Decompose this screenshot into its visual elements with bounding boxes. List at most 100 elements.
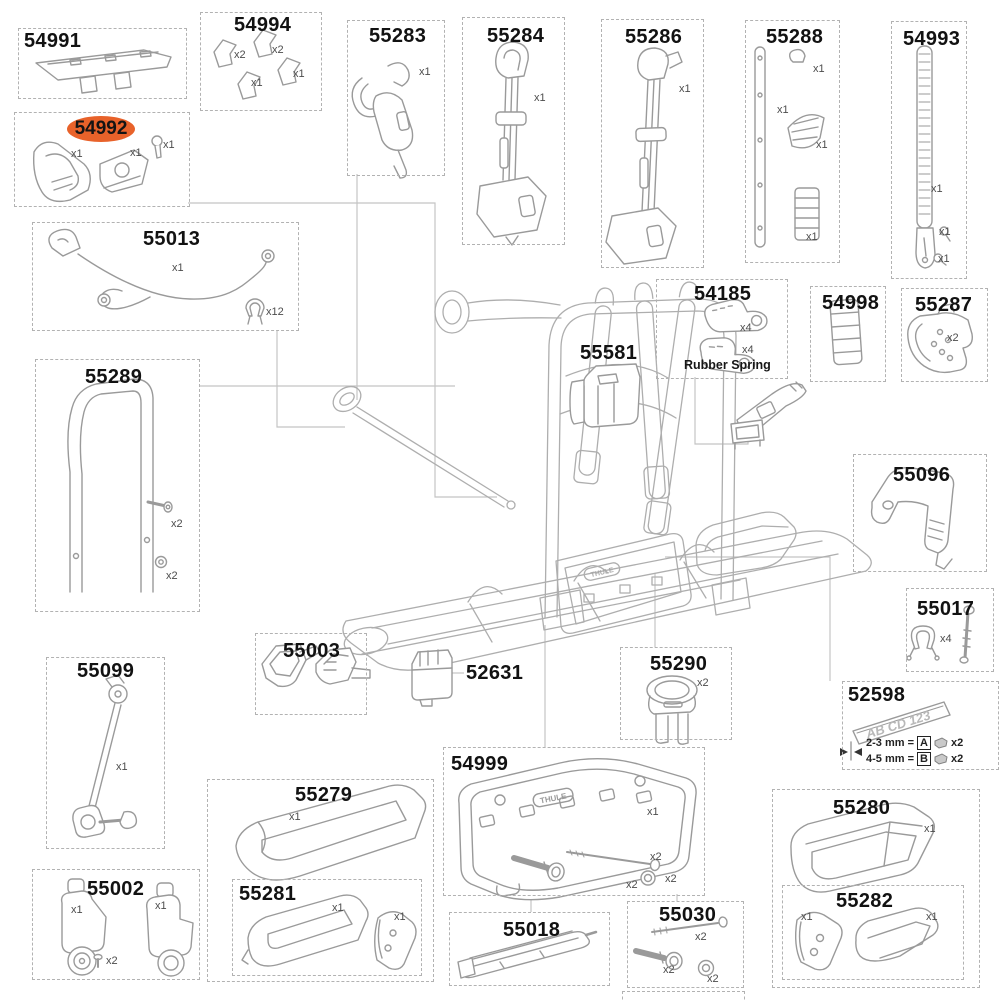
part-label-55290: 55290 xyxy=(650,653,708,675)
part-box-55279[interactable] xyxy=(207,779,434,982)
part-label-54994: 54994 xyxy=(234,14,292,36)
part-box-55288[interactable] xyxy=(745,20,840,263)
part-box-55281[interactable] xyxy=(232,879,422,976)
qty-label: x2 xyxy=(626,879,638,891)
part-box-55282[interactable] xyxy=(782,885,964,980)
sketch-55287 xyxy=(907,303,973,374)
sketch-55002 xyxy=(60,878,194,977)
sketch-54993 xyxy=(915,45,951,269)
part-sketches: AB CD 123 xyxy=(32,29,975,979)
part-label-55030: 55030 xyxy=(659,904,717,926)
part-label-54998: 54998 xyxy=(822,292,880,314)
part-box-54991[interactable] xyxy=(18,28,187,99)
sketch-55283 xyxy=(351,62,414,179)
part-label-55286: 55286 xyxy=(625,26,683,48)
qty-label: x1 xyxy=(332,902,344,914)
sketch-55096 xyxy=(870,467,955,570)
part-label-54999: 54999 xyxy=(451,753,509,775)
sketch-55281 xyxy=(241,894,417,971)
part-label-55280: 55280 xyxy=(833,797,891,819)
part-box-55280[interactable] xyxy=(772,789,980,988)
part-box-55099[interactable] xyxy=(46,657,165,849)
qty-label: x1 xyxy=(813,63,825,75)
qty-label: x2 xyxy=(650,851,662,863)
qty-label: x1 xyxy=(293,68,305,80)
part-box-54185[interactable] xyxy=(656,279,788,379)
part-box-55017[interactable] xyxy=(906,588,994,672)
sketch-55013 xyxy=(48,228,275,325)
part-label-55096: 55096 xyxy=(893,464,951,486)
qty-label: x2 xyxy=(947,332,959,344)
part-box-55290[interactable] xyxy=(620,647,732,740)
qty-label: x2 xyxy=(663,964,675,976)
part-label-55281: 55281 xyxy=(239,883,297,905)
part-box-cutoff-bottom xyxy=(622,991,745,1000)
part-box-55287[interactable] xyxy=(901,288,988,382)
part-box-55003[interactable] xyxy=(255,633,367,715)
clip-icon xyxy=(934,737,948,749)
sketch-55284 xyxy=(476,41,547,246)
qty-label: x1 xyxy=(289,811,301,823)
part-label-55017: 55017 xyxy=(917,598,975,620)
part-box-54999[interactable] xyxy=(443,747,705,896)
part-box-55002[interactable] xyxy=(32,869,200,980)
sketch-55279 xyxy=(235,784,427,881)
part-label-55279: 55279 xyxy=(295,784,353,806)
qty-label: x1 xyxy=(116,761,128,773)
qty-label: x1 xyxy=(924,823,936,835)
qty-label: x2 xyxy=(171,518,183,530)
qty-label: x1 xyxy=(394,911,406,923)
part-box-54998[interactable] xyxy=(810,286,886,382)
part-label-52631: 52631 xyxy=(466,662,524,684)
sketch-55018 xyxy=(457,930,598,979)
thickness-key-b: B xyxy=(917,752,931,766)
part-label-55282: 55282 xyxy=(836,890,894,912)
main-rack-illustration: THULE xyxy=(332,281,872,671)
part-label-55018: 55018 xyxy=(503,919,561,941)
qty-label: x1 xyxy=(938,253,950,265)
part-box-55284[interactable] xyxy=(462,17,565,245)
part-box-54993[interactable] xyxy=(891,21,967,279)
plate-holder-logo: THULE xyxy=(532,787,574,808)
part-label-55002: 55002 xyxy=(87,878,145,900)
part-label-55099: 55099 xyxy=(77,660,135,682)
clip-icon xyxy=(934,753,948,765)
part-label-54185: 54185 xyxy=(694,283,752,305)
qty-label: x1 xyxy=(130,147,142,159)
part-box-55018[interactable] xyxy=(449,912,610,986)
qty-label: x1 xyxy=(71,904,83,916)
part-box-54994[interactable] xyxy=(200,12,322,111)
part-label-55288: 55288 xyxy=(766,26,824,48)
sketch-55030 xyxy=(633,916,728,977)
part-box-55286[interactable] xyxy=(601,19,704,268)
part-label-54992-highlighted[interactable]: 54992 xyxy=(67,116,135,142)
thickness-range: 4-5 mm = xyxy=(866,753,914,765)
qty-label: x12 xyxy=(266,306,284,318)
part-box-54992[interactable] xyxy=(14,112,190,207)
part-box-55096[interactable] xyxy=(853,454,987,572)
thickness-qty: x2 xyxy=(950,753,964,765)
part-box-52598[interactable] xyxy=(842,681,999,770)
thickness-range: 2-3 mm = xyxy=(866,737,914,749)
sketch-54185 xyxy=(699,298,768,374)
part-box-55030[interactable] xyxy=(627,901,744,988)
sketch-55581 xyxy=(569,363,641,428)
qty-label: x1 xyxy=(251,77,263,89)
sketch-54994 xyxy=(213,29,301,100)
part-label-55287: 55287 xyxy=(915,294,973,316)
sketch-55290 xyxy=(646,675,698,745)
part-label-55283: 55283 xyxy=(369,25,427,47)
part-box-55013[interactable] xyxy=(32,222,299,331)
qty-label: x2 xyxy=(707,973,719,985)
qty-label: x1 xyxy=(647,806,659,818)
qty-label: x1 xyxy=(679,83,691,95)
sketch-54998 xyxy=(829,298,863,366)
part-box-55289[interactable] xyxy=(35,359,200,612)
part-box-55283[interactable] xyxy=(347,20,445,176)
qty-label: x1 xyxy=(534,92,546,104)
qty-label: x1 xyxy=(931,183,943,195)
sketch-55288 xyxy=(754,46,825,248)
sketch-52631 xyxy=(411,649,453,707)
part-label-55013: 55013 xyxy=(143,228,201,250)
